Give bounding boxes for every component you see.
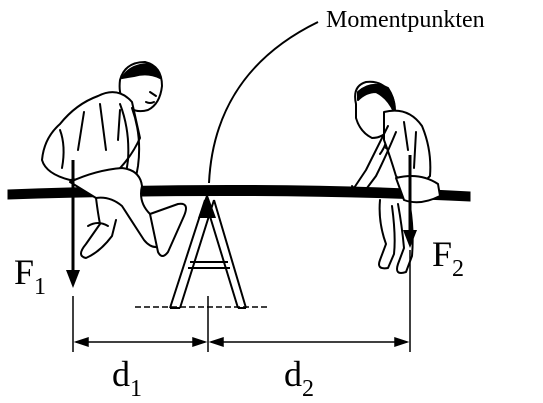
force-arrow-right — [403, 155, 417, 248]
boy-figure — [41, 61, 187, 259]
distance-label-d2-main: d — [284, 354, 302, 394]
distance-arrow-d1 — [73, 336, 208, 348]
force-label-left: F1 — [14, 252, 46, 299]
distance-arrow-d2 — [208, 336, 410, 348]
distance-label-d1: d1 — [112, 354, 142, 401]
distance-label-d2-sub: 2 — [302, 376, 314, 402]
pivot-pointer-line — [208, 21, 319, 184]
force-label-right-sub: 2 — [452, 256, 465, 282]
force-arrow-left — [66, 160, 80, 288]
pivot-label: Momentpunkten — [326, 7, 485, 33]
fulcrum-pivot — [198, 193, 216, 218]
girl-figure — [351, 80, 441, 274]
distance-label-d1-sub: 1 — [130, 376, 142, 402]
distance-label-d1-main: d — [112, 354, 130, 394]
force-label-right-main: F — [432, 234, 453, 274]
force-label-left-sub: 1 — [34, 274, 47, 300]
force-label-right: F2 — [432, 234, 464, 281]
force-label-left-main: F — [14, 252, 35, 292]
distance-label-d2: d2 — [284, 354, 314, 401]
